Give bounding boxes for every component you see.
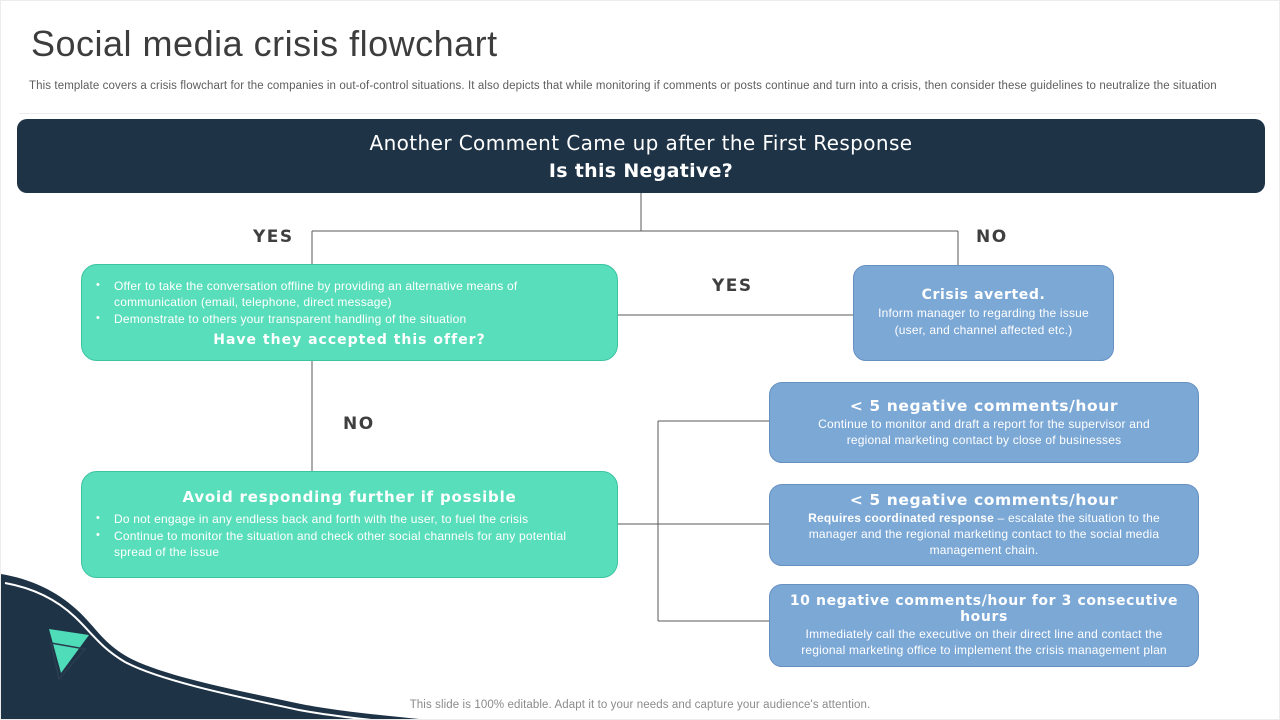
avoid-bullet-list: Do not engage in any endless back and fo… (86, 511, 613, 560)
footer-note: This slide is 100% editable. Adapt it to… (409, 699, 871, 711)
flow-start-node: Another Comment Came up after the First … (17, 119, 1265, 193)
crisis-averted-body: Inform manager to regarding the issue (u… (878, 306, 1089, 337)
offer-question: Have they accepted this offer? (213, 332, 486, 349)
page-subtitle: This template covers a crisis flowchart … (29, 80, 1217, 92)
list-item: Offer to take the conversation offline b… (86, 278, 613, 310)
offer-node: Offer to take the conversation offline b… (81, 264, 618, 361)
executive-title: 10 negative comments/hour for 3 consecut… (789, 592, 1179, 625)
flow-start-line1: Another Comment Came up after the First … (369, 130, 913, 155)
coordinated-node: < 5 negative comments/hour Requires coor… (769, 484, 1199, 566)
offer-bullet-list: Offer to take the conversation offline b… (86, 278, 613, 327)
executive-node: 10 negative comments/hour for 3 consecut… (769, 584, 1199, 667)
coordinated-body-rest: – escalate the situation to the manager … (808, 511, 1160, 557)
navy-blob-shape (1, 574, 420, 719)
outline-triangle-icon (50, 642, 87, 681)
divider (19, 113, 1261, 114)
crisis-averted-title: Crisis averted. (921, 287, 1046, 304)
executive-body: Immediately call the executive on their … (801, 626, 1167, 657)
page-title: Social media crisis flowchart (31, 23, 498, 64)
list-item: Demonstrate to others your transparent h… (86, 311, 613, 327)
coordinated-body: Requires coordinated response – escalate… (770, 511, 1198, 558)
flow-start-question: Is this Negative? (548, 159, 734, 182)
monitor-body: Continue to monitor and draft a report f… (818, 416, 1150, 447)
white-curve-line (4, 582, 372, 719)
corner-decoration (1, 574, 420, 719)
crisis-averted-node: Crisis averted. Inform manager to regard… (853, 265, 1114, 361)
monitor-node: < 5 negative comments/hour Continue to m… (769, 382, 1199, 463)
branch-label-yes-mid: YES (712, 276, 753, 296)
avoid-node: Avoid responding further if possible Do … (81, 471, 618, 578)
branch-label-no-mid: NO (343, 414, 375, 434)
branch-label-yes-top: YES (253, 227, 294, 247)
list-item: Continue to monitor the situation and ch… (86, 528, 613, 560)
branch-label-no-top: NO (976, 227, 1008, 247)
monitor-title: < 5 negative comments/hour (849, 396, 1119, 415)
teal-triangle-icon (49, 629, 89, 673)
coordinated-title: < 5 negative comments/hour (849, 491, 1119, 510)
coordinated-body-bold: Requires coordinated response (808, 511, 994, 526)
avoid-title: Avoid responding further if possible (182, 488, 517, 506)
list-item: Do not engage in any endless back and fo… (86, 511, 613, 527)
